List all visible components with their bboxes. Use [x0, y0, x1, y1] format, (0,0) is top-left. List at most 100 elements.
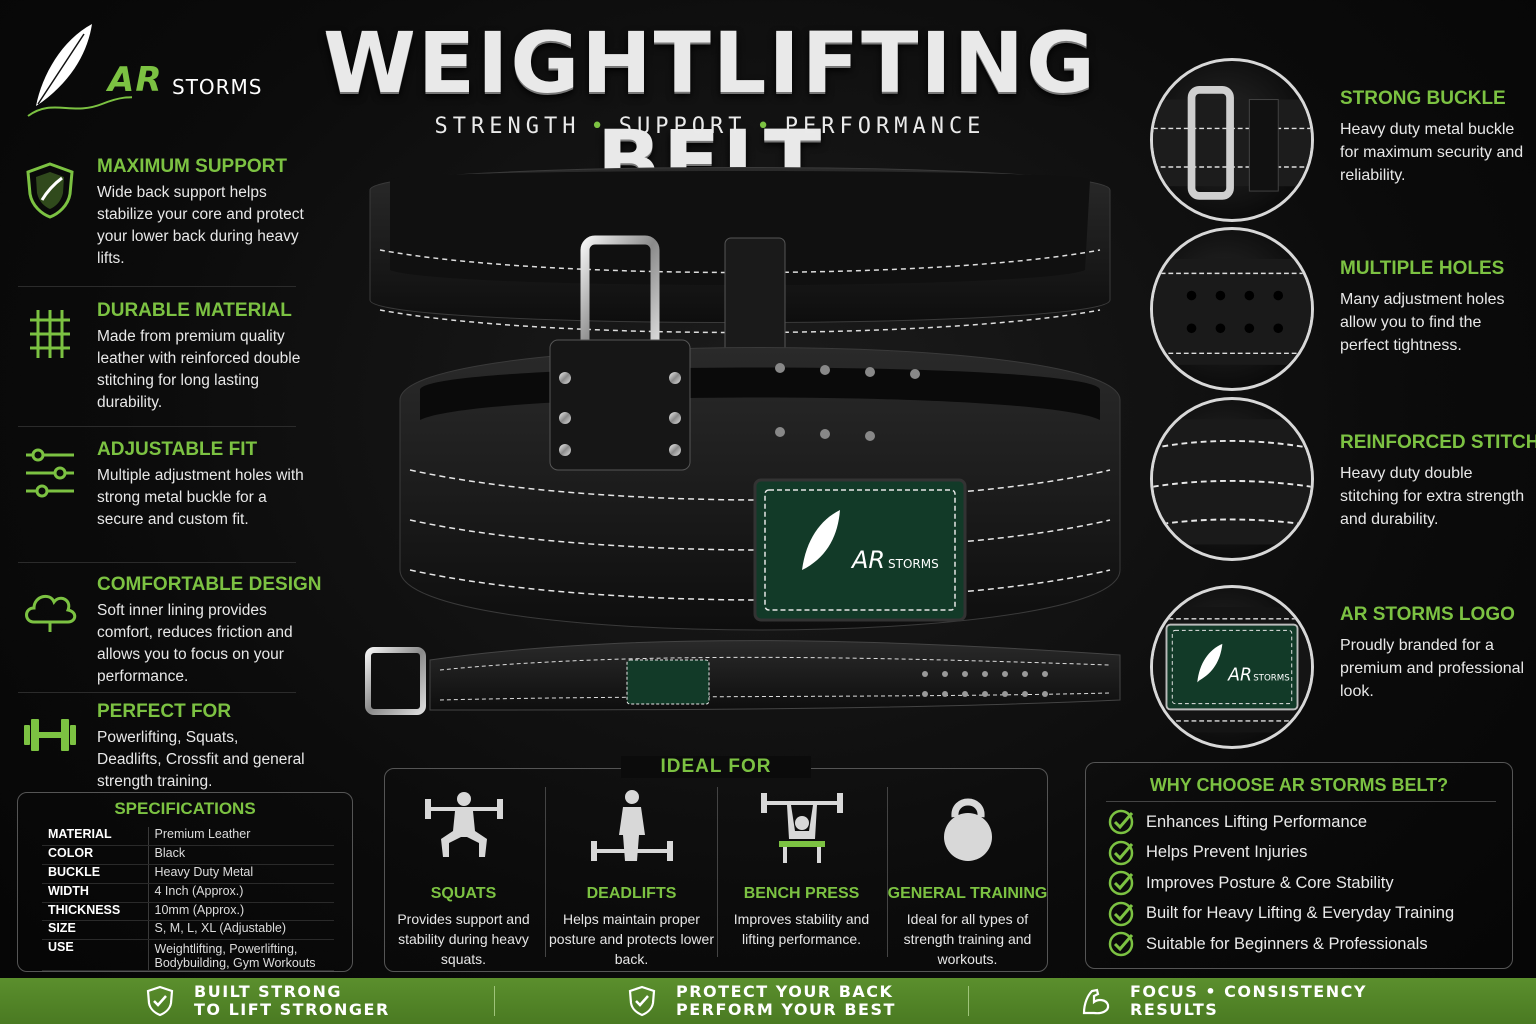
sliders-icon	[26, 448, 74, 498]
subtitle-support: SUPPORT	[618, 114, 747, 139]
circle-logo-storms: STORMS	[1253, 673, 1290, 683]
use-name: BENCH PRESS	[743, 885, 860, 902]
detail-text: Proudly branded for a premium and profes…	[1340, 637, 1525, 700]
why-item-text: Built for Heavy Lifting & Everyday Train…	[1146, 904, 1455, 923]
spec-value: S, M, L, XL (Adjustable)	[147, 920, 334, 941]
flexed-arm-icon	[1082, 988, 1110, 1015]
feature-text: Made from premium quality leather with r…	[97, 328, 301, 411]
detail-title: MULTIPLE HOLES	[1340, 258, 1505, 279]
bottom-line1: BUILT STRONG	[194, 982, 343, 1001]
feature-title: ADJUSTABLE FIT	[97, 439, 258, 460]
why-item-text: Improves Posture & Core Stability	[1146, 873, 1394, 892]
why-choose-panel: WHY CHOOSE AR STORMS BELT? Enhances Lift…	[1085, 762, 1513, 969]
detail-text: Heavy duty metal buckle for maximum secu…	[1340, 121, 1524, 184]
feather-icon	[27, 24, 132, 117]
use-text: Helps maintain proper posture and protec…	[549, 911, 714, 967]
spec-key: THICKNESS	[42, 902, 148, 922]
spec-value: Premium Leather	[147, 827, 334, 847]
shield-icon	[26, 162, 74, 219]
bottom-line1: PROTECT YOUR BACK	[676, 982, 894, 1001]
spec-key: COLOR	[42, 845, 148, 866]
use-name: SQUATS	[430, 885, 497, 902]
bottom-line2: TO LIFT STRONGER	[194, 1000, 390, 1019]
spec-key: USE	[42, 939, 148, 972]
separator	[717, 787, 718, 957]
check-icon	[1108, 810, 1134, 835]
subtitle-strength: STRENGTH	[434, 114, 581, 139]
patch-feather-icon	[802, 510, 840, 570]
detail-title: STRONG BUCKLE	[1340, 88, 1506, 109]
belt-illustration: AR STORMS	[365, 167, 1121, 715]
detail-text: Heavy duty double stitching for extra st…	[1340, 465, 1525, 528]
use-text: Improves stability and lifting performan…	[733, 911, 870, 947]
flat-belt	[365, 640, 1121, 715]
detail-multiple-holes: MULTIPLE HOLES Many adjustment holes all…	[1340, 258, 1530, 357]
why-choose-list: Enhances Lifting Performance Helps Preve…	[1108, 807, 1454, 960]
shield-check-icon	[146, 985, 174, 1017]
feature-title: COMFORTABLE DESIGN	[97, 574, 322, 595]
feature-maximum-support: MAXIMUM SUPPORT Wide back support helps …	[18, 156, 304, 276]
separator	[887, 787, 888, 957]
back-belt	[369, 167, 1111, 359]
separator	[494, 986, 495, 1016]
divider	[18, 286, 296, 287]
dumbbell-icon	[24, 719, 76, 751]
feature-title: MAXIMUM SUPPORT	[97, 156, 287, 177]
list-item: Suitable for Beginners & Professionals	[1108, 929, 1454, 960]
check-icon	[1108, 901, 1134, 926]
woven-material-icon	[30, 310, 70, 358]
deadlift-icon	[590, 790, 673, 861]
detail-circle-holes	[1150, 227, 1314, 391]
subtitle-performance: PERFORMANCE	[784, 114, 986, 139]
detail-text: Many adjustment holes allow you to find …	[1340, 291, 1505, 354]
why-choose-title: WHY CHOOSE AR STORMS BELT?	[1149, 775, 1449, 795]
detail-ar-storms-logo: AR STORMS LOGO Proudly branded for a pre…	[1340, 604, 1530, 703]
separator	[545, 787, 546, 957]
spec-value: Weightlifting, Powerlifting, Bodybuildin…	[147, 939, 334, 972]
spec-value: Black	[147, 845, 334, 866]
list-item: Built for Heavy Lifting & Everyday Train…	[1108, 899, 1454, 930]
use-text: Provides support and stability during he…	[397, 911, 530, 967]
use-bench-press: BENCH PRESS Improves stability and lifti…	[719, 787, 884, 949]
spec-value: Heavy Duty Metal	[147, 864, 334, 884]
divider	[18, 562, 296, 563]
list-item: Helps Prevent Injuries	[1108, 838, 1454, 869]
spec-key: BUCKLE	[42, 864, 148, 884]
detail-strong-buckle: STRONG BUCKLE Heavy duty metal buckle fo…	[1340, 88, 1530, 187]
spec-key: MATERIAL	[42, 827, 148, 847]
use-name: DEADLIFTS	[586, 885, 677, 902]
shield-check-icon	[628, 985, 656, 1017]
circle-logo-ar: AR	[1227, 665, 1252, 685]
bench-press-icon	[760, 793, 843, 863]
detail-circle-logo: AR STORMS	[1150, 585, 1314, 749]
why-item-text: Suitable for Beginners & Professionals	[1146, 934, 1428, 953]
bottom-line2: PERFORM YOUR BEST	[676, 1000, 896, 1019]
feature-title: DURABLE MATERIAL	[97, 300, 292, 321]
brand-ar: AR	[108, 60, 163, 100]
feature-text: Wide back support helps stabilize your c…	[97, 184, 304, 267]
use-deadlifts: DEADLIFTS Helps maintain proper posture …	[549, 787, 714, 969]
why-item-text: Helps Prevent Injuries	[1146, 843, 1308, 862]
use-squats: SQUATS Provides support and stability du…	[381, 787, 546, 969]
use-general-training: GENERAL TRAINING Ideal for all types of …	[885, 787, 1050, 969]
why-item-text: Enhances Lifting Performance	[1146, 812, 1368, 831]
ideal-for-title: IDEAL FOR	[621, 756, 811, 778]
feature-title: PERFECT FOR	[97, 701, 232, 722]
page-subtitle: STRENGTH•SUPPORT•PERFORMANCE	[434, 114, 986, 139]
divider	[1106, 801, 1496, 802]
detail-title: REINFORCED STITCHING	[1340, 432, 1536, 453]
detail-title: AR STORMS LOGO	[1340, 604, 1515, 625]
spec-value: 10mm (Approx.)	[147, 902, 334, 922]
spec-key: WIDTH	[42, 883, 148, 903]
patch-ar: AR	[850, 546, 885, 574]
